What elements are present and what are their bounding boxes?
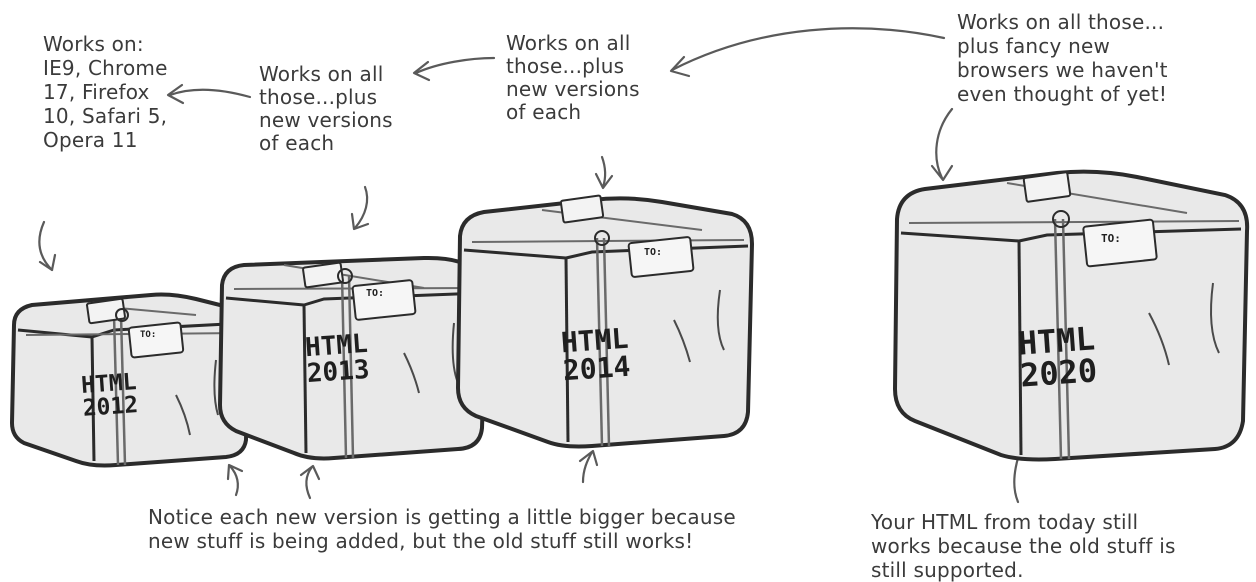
- package-2014-icon: [452, 190, 757, 452]
- package-box-2020: TO: HTML 2020: [887, 163, 1252, 465]
- box-2013-tag: TO:: [366, 289, 384, 299]
- box-2020-tag: TO:: [1101, 233, 1121, 244]
- box-2014-tag: TO:: [644, 248, 662, 258]
- box-2012-label: HTML 2012: [80, 371, 138, 421]
- box-2020-label: HTML 2020: [1017, 322, 1098, 391]
- box-2014-year: 2014: [562, 353, 631, 386]
- box-2012-year: 2012: [82, 394, 139, 421]
- box-2020-year: 2020: [1019, 354, 1098, 391]
- package-2020-icon: [887, 163, 1252, 465]
- box-2013-year: 2013: [306, 357, 370, 387]
- package-box-2013: TO: HTML 2013: [214, 243, 490, 463]
- box-2012-tag: TO:: [140, 331, 156, 340]
- package-box-2014: TO: HTML 2014: [452, 190, 757, 452]
- box-2013-label: HTML 2013: [304, 331, 370, 387]
- box-2014-label: HTML 2014: [560, 325, 631, 386]
